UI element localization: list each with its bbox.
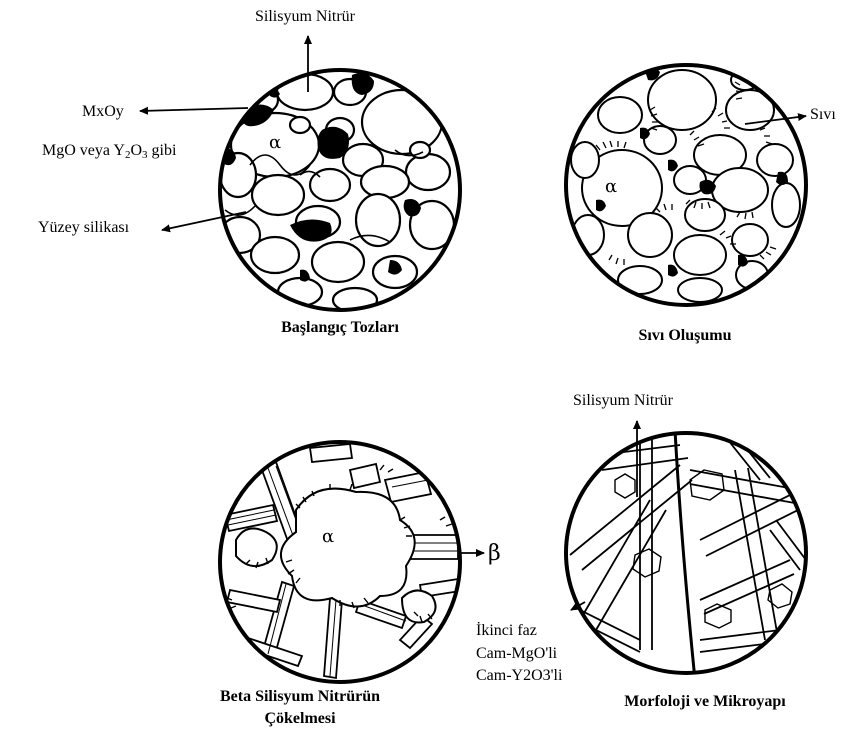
panel3-caption-line2: Çökelmesi <box>160 709 440 729</box>
panel1-caption: Başlangıç Tozları <box>240 318 440 338</box>
panel1-alpha-symbol: α <box>269 132 281 153</box>
panel4-silicon-nitride-label: Silisyum Nitrür <box>573 392 673 410</box>
panel4-glass-mgo-label: Cam-MgO'li <box>476 645 557 663</box>
panel4-glass-y2o3-label: Cam-Y2O3'li <box>476 667 562 685</box>
panel-liquid-formation <box>556 55 816 315</box>
panel4-second-phase-label: İkinci faz <box>476 622 537 640</box>
panel1-silicon-nitride-label: Silisyum Nitrür <box>255 8 355 26</box>
panel4-caption: Morfoloji ve Mikroyapı <box>580 692 830 712</box>
panel2-liquid-label: Sıvı <box>810 106 836 124</box>
panel-starting-powders <box>140 36 470 320</box>
panel3-caption-line1: Beta Silisyum Nitrürün <box>160 687 440 707</box>
panel1-oxide-example-label: MgO veya Y2O3 gibi <box>42 142 176 164</box>
example-mid: O <box>130 142 142 159</box>
panel3-alpha-symbol: α <box>322 526 334 547</box>
panel2-caption: Sıvı Oluşumu <box>590 326 780 346</box>
example-suffix: gibi <box>148 142 177 159</box>
panel1-surface-silica-label: Yüzey silikası <box>38 219 129 237</box>
panel-beta-precipitation <box>210 432 484 692</box>
panel-morphology <box>556 421 816 683</box>
panel2-alpha-symbol: α <box>605 176 617 197</box>
panel3-beta-symbol: β <box>488 541 501 566</box>
example-prefix: MgO veya Y <box>42 142 125 159</box>
panel1-oxide-label: MxOy <box>82 103 124 121</box>
